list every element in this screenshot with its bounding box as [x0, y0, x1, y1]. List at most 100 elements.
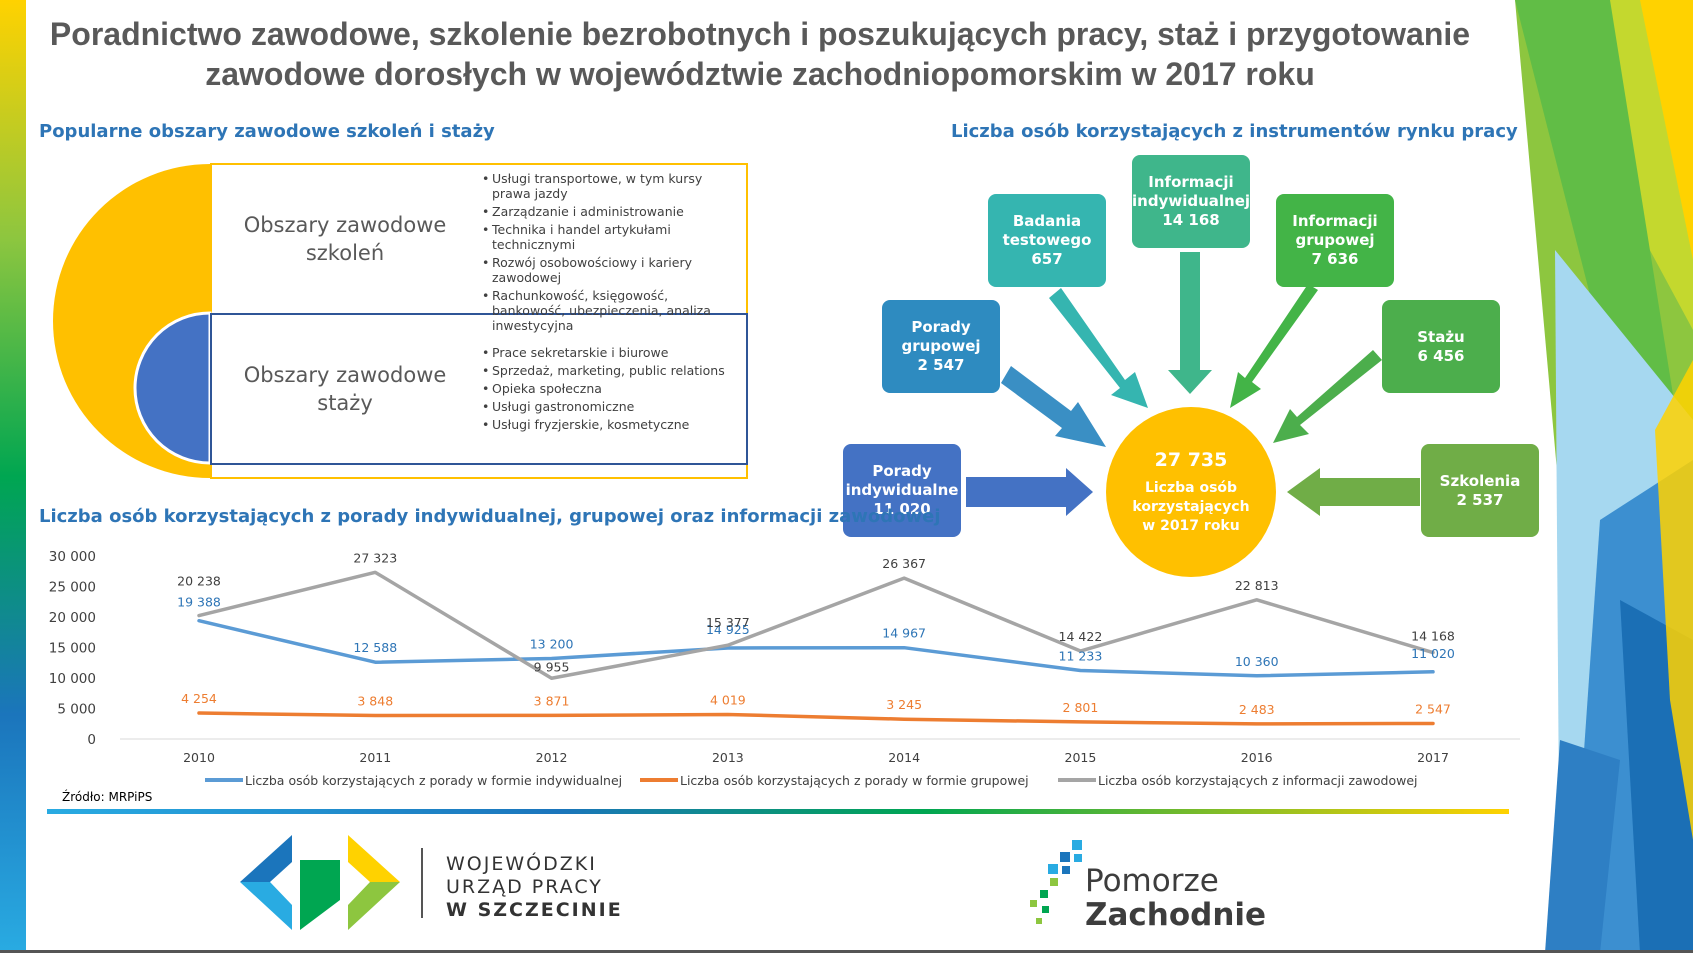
instrument-label: Badania — [1012, 212, 1082, 230]
y-tick-label: 30 000 — [49, 549, 96, 565]
data-label: 11 233 — [1059, 648, 1103, 663]
legend-label: Liczba osób korzystających z informacji … — [1098, 773, 1418, 788]
instrument-informacji-grupowej: Informacji grupowej 7 636 — [1276, 194, 1394, 287]
pz-logo-text: Pomorze Zachodnie — [1085, 864, 1266, 932]
arrow-szkolenia — [1287, 468, 1420, 516]
right-deco-shape — [1655, 360, 1693, 840]
data-label: 2 547 — [1415, 701, 1451, 716]
bottom-edge — [0, 950, 1693, 953]
instrument-value: 11 020 — [873, 500, 931, 518]
instrument-label: Szkolenia — [1439, 471, 1521, 490]
internship-areas-list: Prace sekretarskie i biurowe Sprzedaż, m… — [482, 345, 742, 435]
instrument-informacji-indywidualnej: Informacji indywidualnej 14 168 — [1132, 155, 1250, 248]
data-label: 11 020 — [1411, 646, 1455, 661]
total-value: 27 735 — [1154, 448, 1228, 471]
data-label: 14 422 — [1059, 629, 1103, 644]
data-label: 4 254 — [181, 691, 217, 706]
arrow-porady-grupowej — [1001, 366, 1106, 447]
instrument-value: 657 — [1031, 250, 1063, 268]
y-tick-label: 25 000 — [49, 580, 96, 596]
areas-heading: Popularne obszary zawodowe szkoleń i sta… — [39, 121, 495, 142]
total-label-line-2: korzystających — [1132, 498, 1250, 515]
data-label: 14 967 — [882, 626, 926, 641]
data-label: 15 377 — [706, 615, 750, 630]
list-item: Technika i handel artykułami technicznym… — [482, 222, 742, 252]
list-item: Sprzedaż, marketing, public relations — [482, 363, 742, 378]
left-color-stripe — [0, 0, 26, 953]
instrument-value: 2 537 — [1456, 490, 1504, 509]
page-title: Poradnictwo zawodowe, szkolenie bezrobot… — [40, 14, 1480, 94]
total-circle: 27 735 Liczba osób korzystających w 2017… — [1106, 407, 1276, 577]
data-label: 14 925 — [706, 622, 750, 637]
source-note: Źródło: MRPiPS — [62, 790, 153, 804]
instrument-stazu: Stażu 6 456 — [1382, 300, 1500, 393]
arrow-porady-indywidualne — [966, 468, 1093, 516]
y-tick-label: 5 000 — [57, 702, 96, 718]
data-label: 20 238 — [177, 574, 221, 589]
data-label: 3 871 — [534, 693, 570, 708]
training-areas-list: Usługi transportowe, w tym kursy prawa j… — [482, 171, 742, 336]
series-line — [197, 618, 1435, 678]
wup-line-1: WOJEWÓDZKI — [446, 853, 597, 875]
internship-label-line-2: staży — [317, 391, 373, 415]
list-item: Prace sekretarskie i biurowe — [482, 345, 742, 360]
instrument-badania-testowego: Badania testowego 657 — [988, 194, 1106, 287]
x-tick-label: 2015 — [1065, 750, 1097, 765]
bottom-gradient-line — [47, 809, 1509, 814]
internship-areas-label: Obszary zawodowe staży — [210, 361, 480, 417]
y-tick-label: 15 000 — [49, 641, 96, 657]
arrow-badania — [1049, 288, 1148, 408]
x-tick-label: 2016 — [1241, 750, 1273, 765]
total-label-line-3: w 2017 roku — [1142, 517, 1240, 534]
wup-line-2: URZĄD PRACY — [446, 876, 603, 898]
list-item: Rachunkowość, księgowość, bankowość, ube… — [482, 288, 742, 333]
x-tick-label: 2014 — [888, 750, 920, 765]
instrument-label: Informacji — [1292, 212, 1378, 230]
instrument-label: grupowej — [1295, 231, 1375, 249]
arrow-informacji-indywidualnej — [1168, 252, 1212, 394]
data-label: 3 245 — [886, 697, 922, 712]
x-tick-label: 2010 — [183, 750, 215, 765]
data-label: 27 323 — [353, 550, 397, 565]
training-label-line-2: szkoleń — [305, 241, 385, 265]
list-item: Rozwój osobowościowy i kariery zawodowej — [482, 255, 742, 285]
instrument-label: testowego — [1002, 231, 1092, 249]
data-label: 9 955 — [534, 659, 570, 674]
instrument-label: Stażu — [1417, 327, 1465, 346]
right-deco-shape — [1545, 740, 1620, 953]
list-item: Usługi transportowe, w tym kursy prawa j… — [482, 171, 742, 201]
instruments-heading: Liczba osób korzystających z instrumentó… — [951, 121, 1518, 142]
title-line-2: zawodowe dorosłych w województwie zachod… — [205, 56, 1315, 92]
wup-logo-mark — [240, 835, 423, 930]
data-label: 13 200 — [530, 636, 574, 651]
internship-label-line-1: Obszary zawodowe — [243, 363, 447, 387]
pz-line-1: Pomorze — [1085, 863, 1219, 899]
legend-label: Liczba osób korzystających z porady w fo… — [245, 773, 622, 788]
pz-line-2: Zachodnie — [1085, 897, 1267, 933]
series-line — [197, 570, 1435, 681]
instrument-value: 14 168 — [1162, 211, 1220, 229]
chart-heading: Liczba osób korzystających z porady indy… — [39, 506, 941, 527]
series-line — [197, 711, 1435, 726]
y-tick-label: 0 — [87, 732, 96, 748]
instrument-label: grupowej — [901, 337, 981, 355]
x-tick-label: 2017 — [1417, 750, 1449, 765]
instrument-label: indywidualne — [845, 481, 959, 499]
list-item: Usługi gastronomiczne — [482, 399, 742, 414]
data-label: 10 360 — [1235, 654, 1279, 669]
x-tick-label: 2013 — [712, 750, 744, 765]
instrument-label: Informacji — [1148, 173, 1234, 191]
data-label: 2 801 — [1063, 700, 1099, 715]
data-label: 2 483 — [1239, 702, 1275, 717]
data-label: 26 367 — [882, 556, 926, 571]
instrument-porady-grupowej: Porady grupowej 2 547 — [882, 300, 1000, 393]
instrument-szkolenia: Szkolenia 2 537 — [1421, 444, 1539, 537]
x-tick-label: 2012 — [536, 750, 568, 765]
training-areas-label: Obszary zawodowe szkoleń — [210, 211, 480, 267]
title-line-1: Poradnictwo zawodowe, szkolenie bezrobot… — [49, 16, 1471, 52]
instrument-label: Porady — [872, 462, 932, 480]
data-label: 12 588 — [353, 640, 397, 655]
